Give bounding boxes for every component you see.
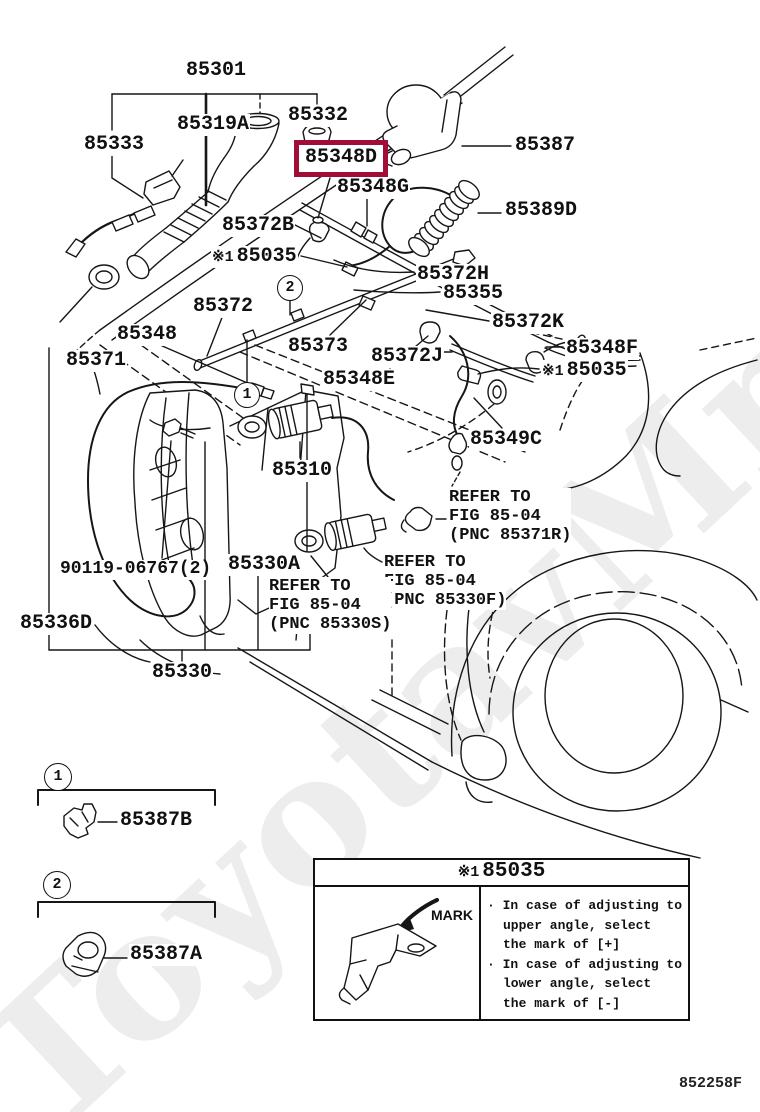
mark-label: MARK xyxy=(431,907,473,923)
part-label-85336D[interactable]: 85336D xyxy=(19,612,94,635)
note-box-divider xyxy=(479,885,481,1019)
nozzle-mark-illustration xyxy=(338,898,439,1005)
part-label-85355[interactable]: 85355 xyxy=(442,282,505,305)
refer-note-85371R: REFER TO FIG 85-04 (PNC 85371R) xyxy=(449,488,572,545)
part-label-85319A[interactable]: 85319A xyxy=(176,113,251,136)
part-label-85332[interactable]: 85332 xyxy=(287,104,350,127)
part-label-85387[interactable]: 85387 xyxy=(514,134,577,157)
part-label-85372H[interactable]: 85372H xyxy=(416,263,491,286)
part-label-85372[interactable]: 85372 xyxy=(192,295,255,318)
ref-mark: ※1 xyxy=(542,363,564,380)
part-label-85387B[interactable]: 85387B xyxy=(119,809,194,832)
part-label-85372J[interactable]: 85372J xyxy=(370,345,445,368)
refer-note-85330F: REFER TO FIG 85-04 (PNC 85330F) xyxy=(384,553,507,610)
note-box-part: 85035 xyxy=(482,860,546,883)
part-label-85387A[interactable]: 85387A xyxy=(129,943,204,966)
callout-1-legend[interactable]: 1 xyxy=(44,763,72,791)
note-box-text: · In case of adjusting to upper angle, s… xyxy=(487,898,683,1011)
ref-mark: ※1 xyxy=(212,249,234,266)
part-label-85330A[interactable]: 85330A xyxy=(227,553,302,576)
part-label-85373[interactable]: 85373 xyxy=(287,335,350,358)
part-label-85333[interactable]: 85333 xyxy=(83,133,146,156)
part-label-85348G[interactable]: 85348G xyxy=(336,176,411,199)
part-label-85389D[interactable]: 85389D xyxy=(504,199,579,222)
highlighted-part-box[interactable]: 85348D xyxy=(294,140,388,177)
part-label-85348E[interactable]: 85348E xyxy=(322,368,397,391)
part-label-85301[interactable]: 85301 xyxy=(185,59,248,82)
document-number: 852258F xyxy=(679,1075,743,1092)
part-label-85330[interactable]: 85330 xyxy=(151,661,214,684)
part-label-90119-06767[interactable]: 90119-06767(2) xyxy=(59,559,213,580)
part-label-85372B[interactable]: 85372B xyxy=(221,214,296,237)
callout-2-diagram[interactable]: 2 xyxy=(277,275,303,301)
part-label-85371[interactable]: 85371 xyxy=(65,349,128,372)
part-label-85348[interactable]: 85348 xyxy=(116,323,179,346)
part-label-85310[interactable]: 85310 xyxy=(271,459,334,482)
part-label-85348F[interactable]: 85348F xyxy=(565,337,640,360)
part-label-85349C[interactable]: 85349C xyxy=(469,428,544,451)
part-label-85372K[interactable]: 85372K xyxy=(491,311,566,334)
refer-note-85330S: REFER TO FIG 85-04 (PNC 85330S) xyxy=(269,577,392,634)
part-label-85348D[interactable]: 85348D xyxy=(304,146,377,169)
callout-2-legend[interactable]: 2 xyxy=(43,871,71,899)
callout-1-diagram[interactable]: 1 xyxy=(234,382,260,408)
